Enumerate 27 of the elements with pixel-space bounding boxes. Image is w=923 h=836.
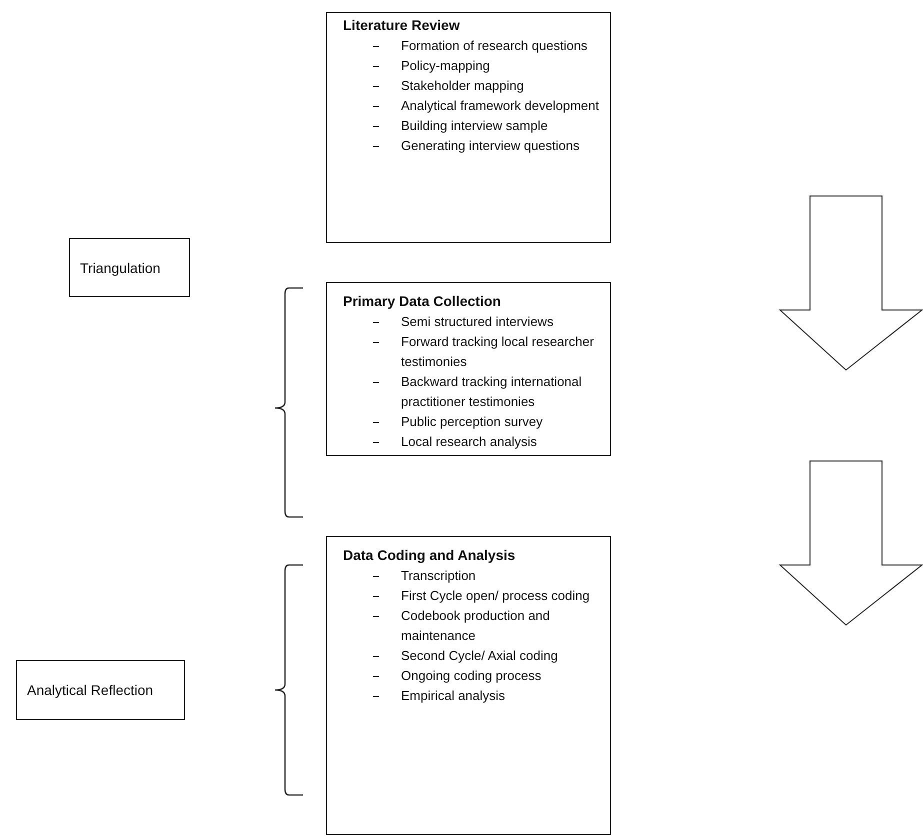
- list-item: Formation of research questions: [401, 38, 588, 53]
- list-item: Empirical analysis: [401, 688, 506, 703]
- list-item: Building interview sample: [401, 118, 548, 133]
- list-item: First Cycle open/ process coding: [401, 588, 590, 603]
- box-label: Analytical Reflection: [26, 681, 154, 700]
- step-box: [326, 536, 611, 835]
- label-box: [69, 238, 190, 297]
- list-item: Codebook production and maintenance: [401, 608, 550, 643]
- list-item: Ongoing coding process: [401, 668, 542, 683]
- list-item: Generating interview questions: [401, 138, 580, 153]
- step-box: [326, 12, 611, 243]
- list-item: Transcription: [401, 568, 476, 583]
- list-item: Backward tracking international practitioner testimonies: [401, 374, 582, 409]
- list-item: Public perception survey: [401, 414, 543, 429]
- step-box: [326, 282, 611, 456]
- list-item: Stakeholder mapping: [401, 78, 524, 93]
- list-item: Second Cycle/ Axial coding: [401, 648, 558, 663]
- step-heading: Primary Data Collection: [343, 292, 502, 311]
- step-heading: Literature Review: [343, 16, 461, 35]
- step-heading: Data Coding and Analysis: [343, 546, 516, 565]
- list-item: Policy-mapping: [401, 58, 490, 73]
- list-item: Analytical framework development: [401, 98, 599, 113]
- list-item: Forward tracking local researcher testimonies: [401, 334, 594, 369]
- label-box: [16, 660, 185, 720]
- list-item: Semi structured interviews: [401, 314, 554, 329]
- list-item: Local research analysis: [401, 434, 537, 449]
- box-label: Triangulation: [79, 258, 162, 278]
